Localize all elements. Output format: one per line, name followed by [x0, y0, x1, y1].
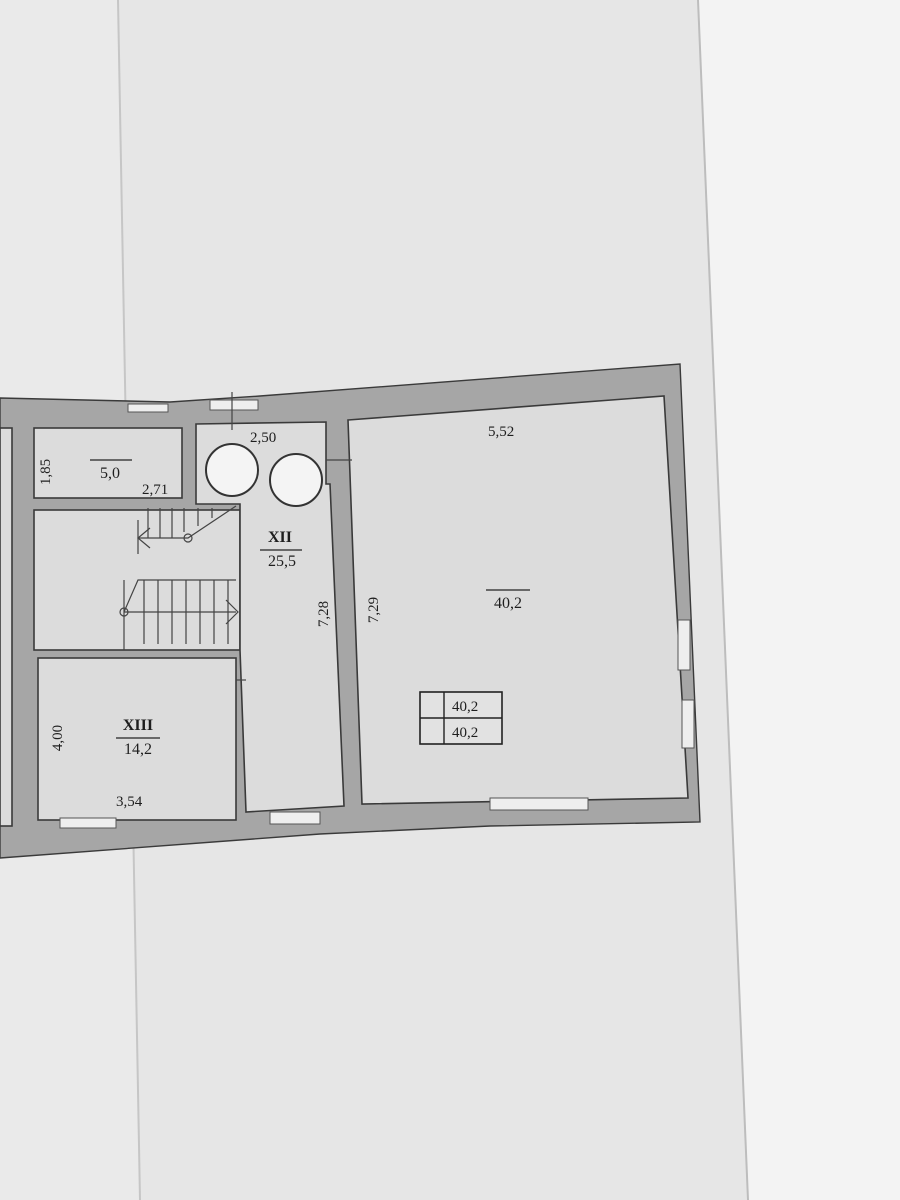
window-top-corridor — [209, 399, 259, 411]
stair-rail-lower — [123, 579, 236, 613]
paper-right-flap — [698, 0, 900, 1200]
area-table: 40,2 40,2 — [419, 691, 503, 745]
stair-node-upper — [183, 533, 193, 543]
stair-arrow-head-left — [137, 527, 151, 549]
room-xii-area: 25,5 — [268, 553, 296, 570]
room-small — [33, 427, 183, 499]
window-bottom-xii — [269, 811, 321, 825]
stair-arrow-head-right — [225, 599, 239, 625]
window-bottom-xiii — [59, 817, 117, 829]
window-bottom-big — [489, 797, 589, 811]
dim-top-left-height: 1,85 — [38, 459, 54, 485]
staircase — [119, 505, 239, 650]
window-right-upper — [677, 619, 691, 671]
dim-small-room-width: 2,71 — [142, 482, 168, 498]
dim-room-xiii-height: 4,00 — [50, 725, 66, 751]
room-xii-corridor — [195, 421, 345, 813]
stair-rail-upper — [138, 505, 237, 539]
fold-line-right — [697, 0, 749, 1200]
room-big-area: 40,2 — [494, 595, 522, 612]
room-xiii-area: 14,2 — [124, 741, 152, 758]
dim-corridor-length: 7,28 — [316, 601, 332, 627]
fixture-circle-left — [205, 443, 259, 497]
room-xiii-number: XIII — [123, 717, 153, 734]
dim-corridor-width: 2,50 — [250, 430, 276, 446]
room-xii-number: XII — [268, 529, 292, 546]
window-top-left — [127, 403, 169, 413]
left-edge-room — [0, 427, 13, 827]
room-xiii — [37, 657, 237, 821]
area-table-row2-value: 40,2 — [452, 725, 478, 741]
fixture-circle-right — [269, 453, 323, 507]
room-small-area: 5,0 — [100, 465, 120, 482]
dim-room-xiii-width: 3,54 — [116, 794, 143, 810]
area-table-row1-value: 40,2 — [452, 699, 478, 715]
window-right-lower — [681, 699, 695, 749]
dim-big-room-length: 7,29 — [366, 597, 382, 623]
dim-big-room-width: 5,52 — [488, 424, 514, 440]
